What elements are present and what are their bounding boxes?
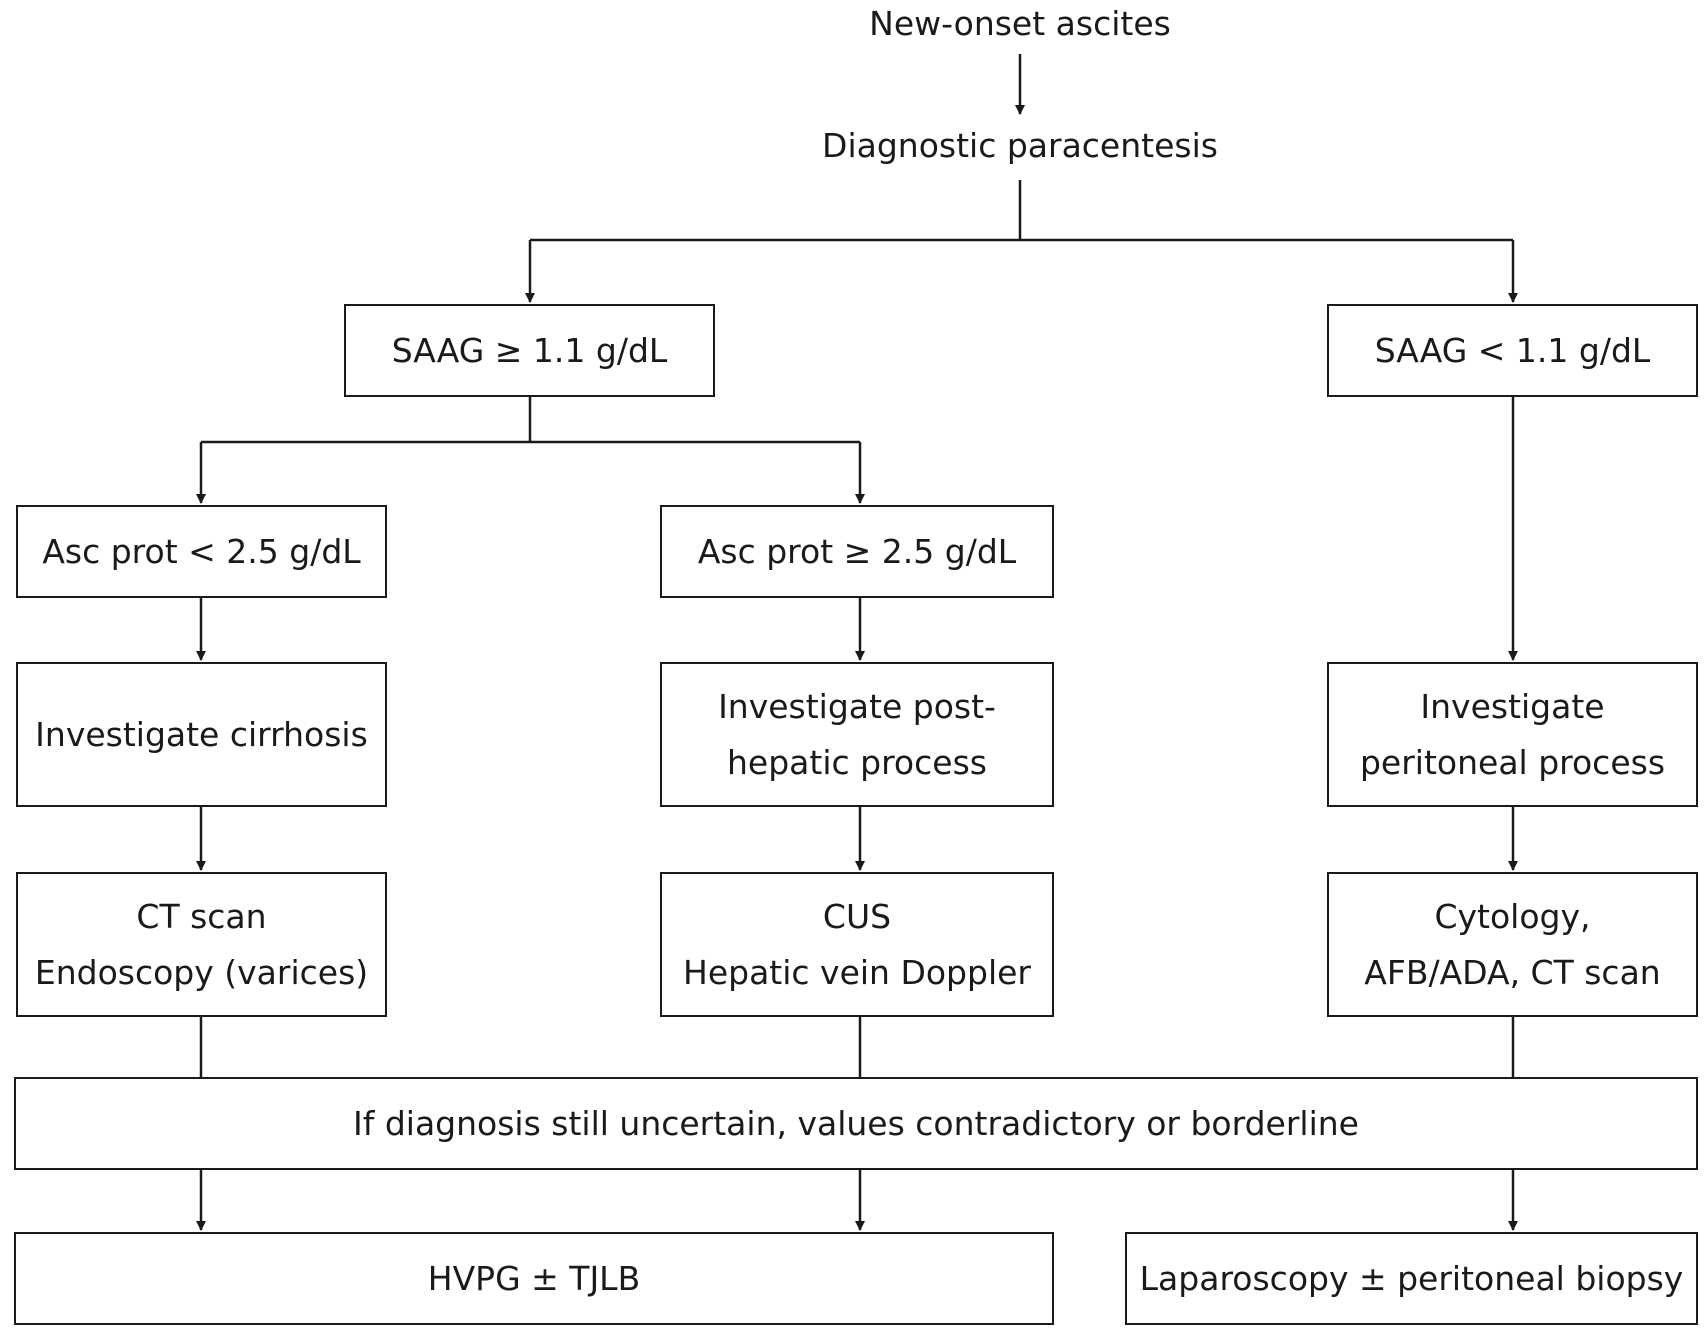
peritoneal-tests-line-2: AFB/ADA, CT scan	[1364, 952, 1661, 992]
posthepatic-tests-line-1: CUS	[822, 896, 892, 936]
posthepatic-tests-line-2: Hepatic vein Doppler	[683, 952, 1031, 992]
prot-high-label: Asc prot ≥ 2.5 g/dL	[697, 531, 1017, 571]
prot-low-label: Asc prot < 2.5 g/dL	[42, 531, 361, 571]
cirrhosis-tests-line-2: Endoscopy (varices)	[34, 952, 369, 992]
investigate-peritoneal-line-1: Investigate	[1420, 686, 1605, 726]
prot-high-box: Asc prot ≥ 2.5 g/dL	[660, 505, 1054, 598]
paracentesis-node: Diagnostic paracentesis	[822, 126, 1218, 165]
investigate-posthepatic-box: Investigate post- hepatic process	[660, 662, 1054, 807]
investigate-cirrhosis-box: Investigate cirrhosis	[16, 662, 387, 807]
posthepatic-tests-box: CUS Hepatic vein Doppler	[660, 872, 1054, 1017]
saag-high-box: SAAG ≥ 1.1 g/dL	[344, 304, 715, 397]
saag-low-box: SAAG < 1.1 g/dL	[1327, 304, 1698, 397]
prot-low-box: Asc prot < 2.5 g/dL	[16, 505, 387, 598]
investigate-peritoneal-line-2: peritoneal process	[1359, 742, 1666, 782]
cirrhosis-tests-line-1: CT scan	[136, 896, 267, 936]
start-node: New-onset ascites	[869, 4, 1171, 43]
hvpg-label: HVPG ± TJLB	[427, 1258, 641, 1298]
peritoneal-tests-box: Cytology, AFB/ADA, CT scan	[1327, 872, 1698, 1017]
uncertain-box: If diagnosis still uncertain, values con…	[14, 1077, 1698, 1170]
laparoscopy-label: Laparoscopy ± peritoneal biopsy	[1139, 1258, 1684, 1298]
investigate-peritoneal-box: Investigate peritoneal process	[1327, 662, 1698, 807]
peritoneal-tests-line-1: Cytology,	[1434, 896, 1591, 936]
uncertain-label: If diagnosis still uncertain, values con…	[353, 1103, 1359, 1143]
investigate-posthepatic-line-1: Investigate post-	[718, 686, 996, 726]
investigate-posthepatic-line-2: hepatic process	[727, 742, 987, 782]
laparoscopy-box: Laparoscopy ± peritoneal biopsy	[1125, 1232, 1698, 1325]
saag-high-label: SAAG ≥ 1.1 g/dL	[391, 330, 668, 370]
cirrhosis-tests-box: CT scan Endoscopy (varices)	[16, 872, 387, 1017]
investigate-cirrhosis-line-1: Investigate cirrhosis	[35, 714, 368, 754]
hvpg-box: HVPG ± TJLB	[14, 1232, 1054, 1325]
saag-low-label: SAAG < 1.1 g/dL	[1374, 330, 1651, 370]
